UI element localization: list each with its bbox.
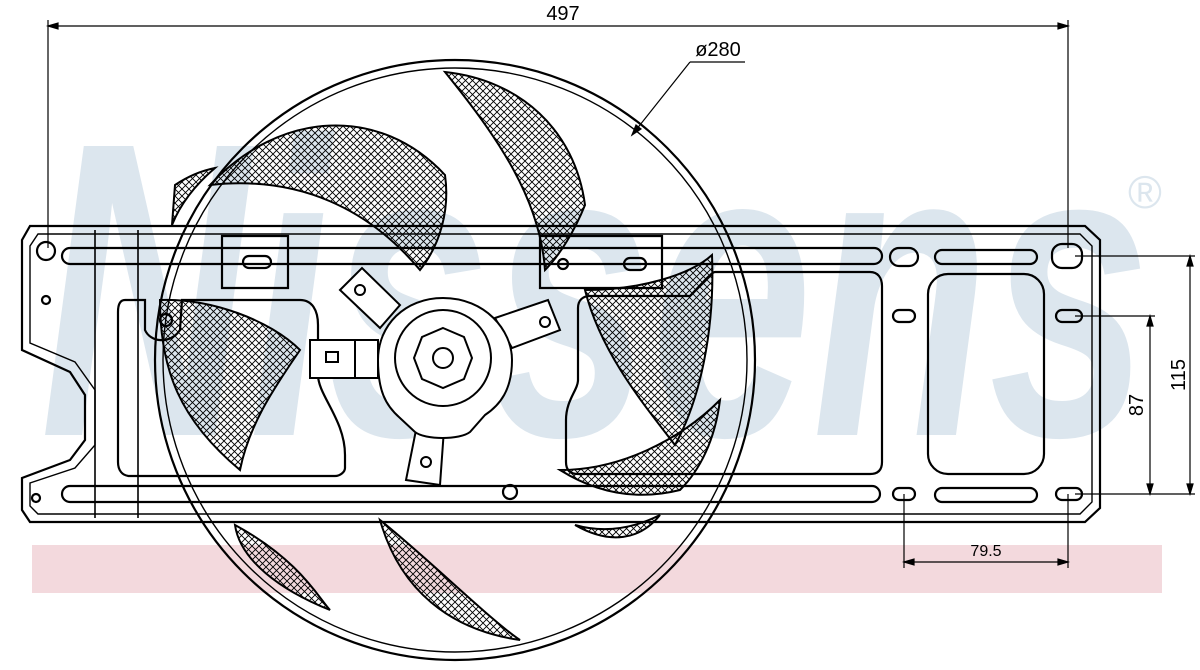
dimension-diameter-label: ø280 bbox=[695, 39, 741, 61]
motor-assembly bbox=[309, 266, 562, 487]
registered-mark-icon: ® bbox=[1128, 166, 1162, 218]
dimension-lines bbox=[45, 20, 1195, 568]
watermark-band bbox=[32, 545, 1162, 593]
fan-blade bbox=[556, 397, 722, 496]
fan-blade bbox=[583, 252, 714, 447]
motor-connector bbox=[309, 339, 379, 379]
dimension-height-inner-label: 87 bbox=[1126, 394, 1148, 416]
fan-blade bbox=[158, 298, 302, 472]
dimension-hole-spacing-label: 79.5 bbox=[970, 543, 1001, 560]
dimension-width-label: 497 bbox=[546, 3, 579, 25]
fan-blade bbox=[442, 70, 587, 273]
fan-blade bbox=[574, 514, 661, 539]
dimension-height-outer-label: 115 bbox=[1168, 359, 1190, 391]
fan-shroud bbox=[153, 58, 757, 662]
fan-blade bbox=[233, 523, 331, 611]
fan-blades bbox=[158, 70, 722, 641]
mounting-frame bbox=[20, 224, 1102, 524]
fan-blade bbox=[378, 517, 521, 641]
motor-arm-top bbox=[338, 266, 402, 330]
fan-blade bbox=[171, 166, 219, 226]
